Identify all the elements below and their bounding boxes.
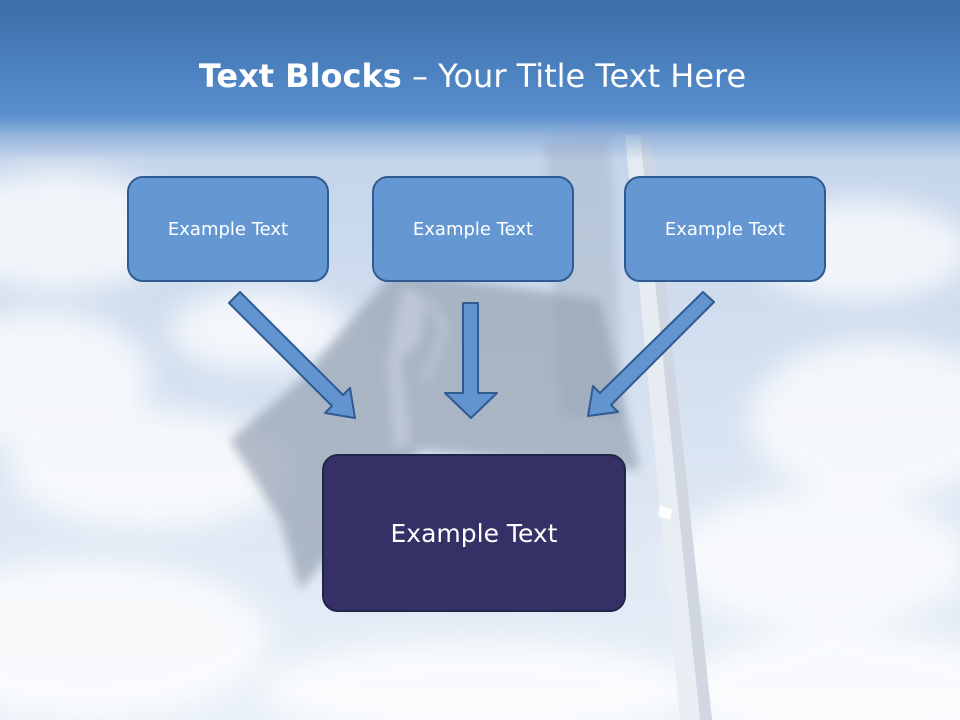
text-block-right-label: Example Text: [664, 218, 786, 240]
arrow-down-icon: [444, 302, 498, 419]
text-block-right: Example Text: [624, 176, 826, 282]
main-text-block-label: Example Text: [390, 518, 558, 548]
text-block-left-label: Example Text: [167, 218, 289, 240]
title-dash: –: [411, 57, 428, 95]
header-band: [0, 0, 960, 160]
slide-title: Text Blocks – Your Title Text Here: [0, 50, 945, 102]
arrow-right-down-left-icon: [587, 291, 715, 417]
text-block-middle-label: Example Text: [412, 218, 534, 240]
arrow-left-down-right-icon: [228, 291, 356, 419]
title-bold-part: Text Blocks: [198, 57, 402, 95]
title-rest: Your Title Text Here: [438, 57, 747, 95]
text-block-left: Example Text: [127, 176, 329, 282]
text-block-middle: Example Text: [372, 176, 574, 282]
main-text-block: Example Text: [322, 454, 626, 612]
